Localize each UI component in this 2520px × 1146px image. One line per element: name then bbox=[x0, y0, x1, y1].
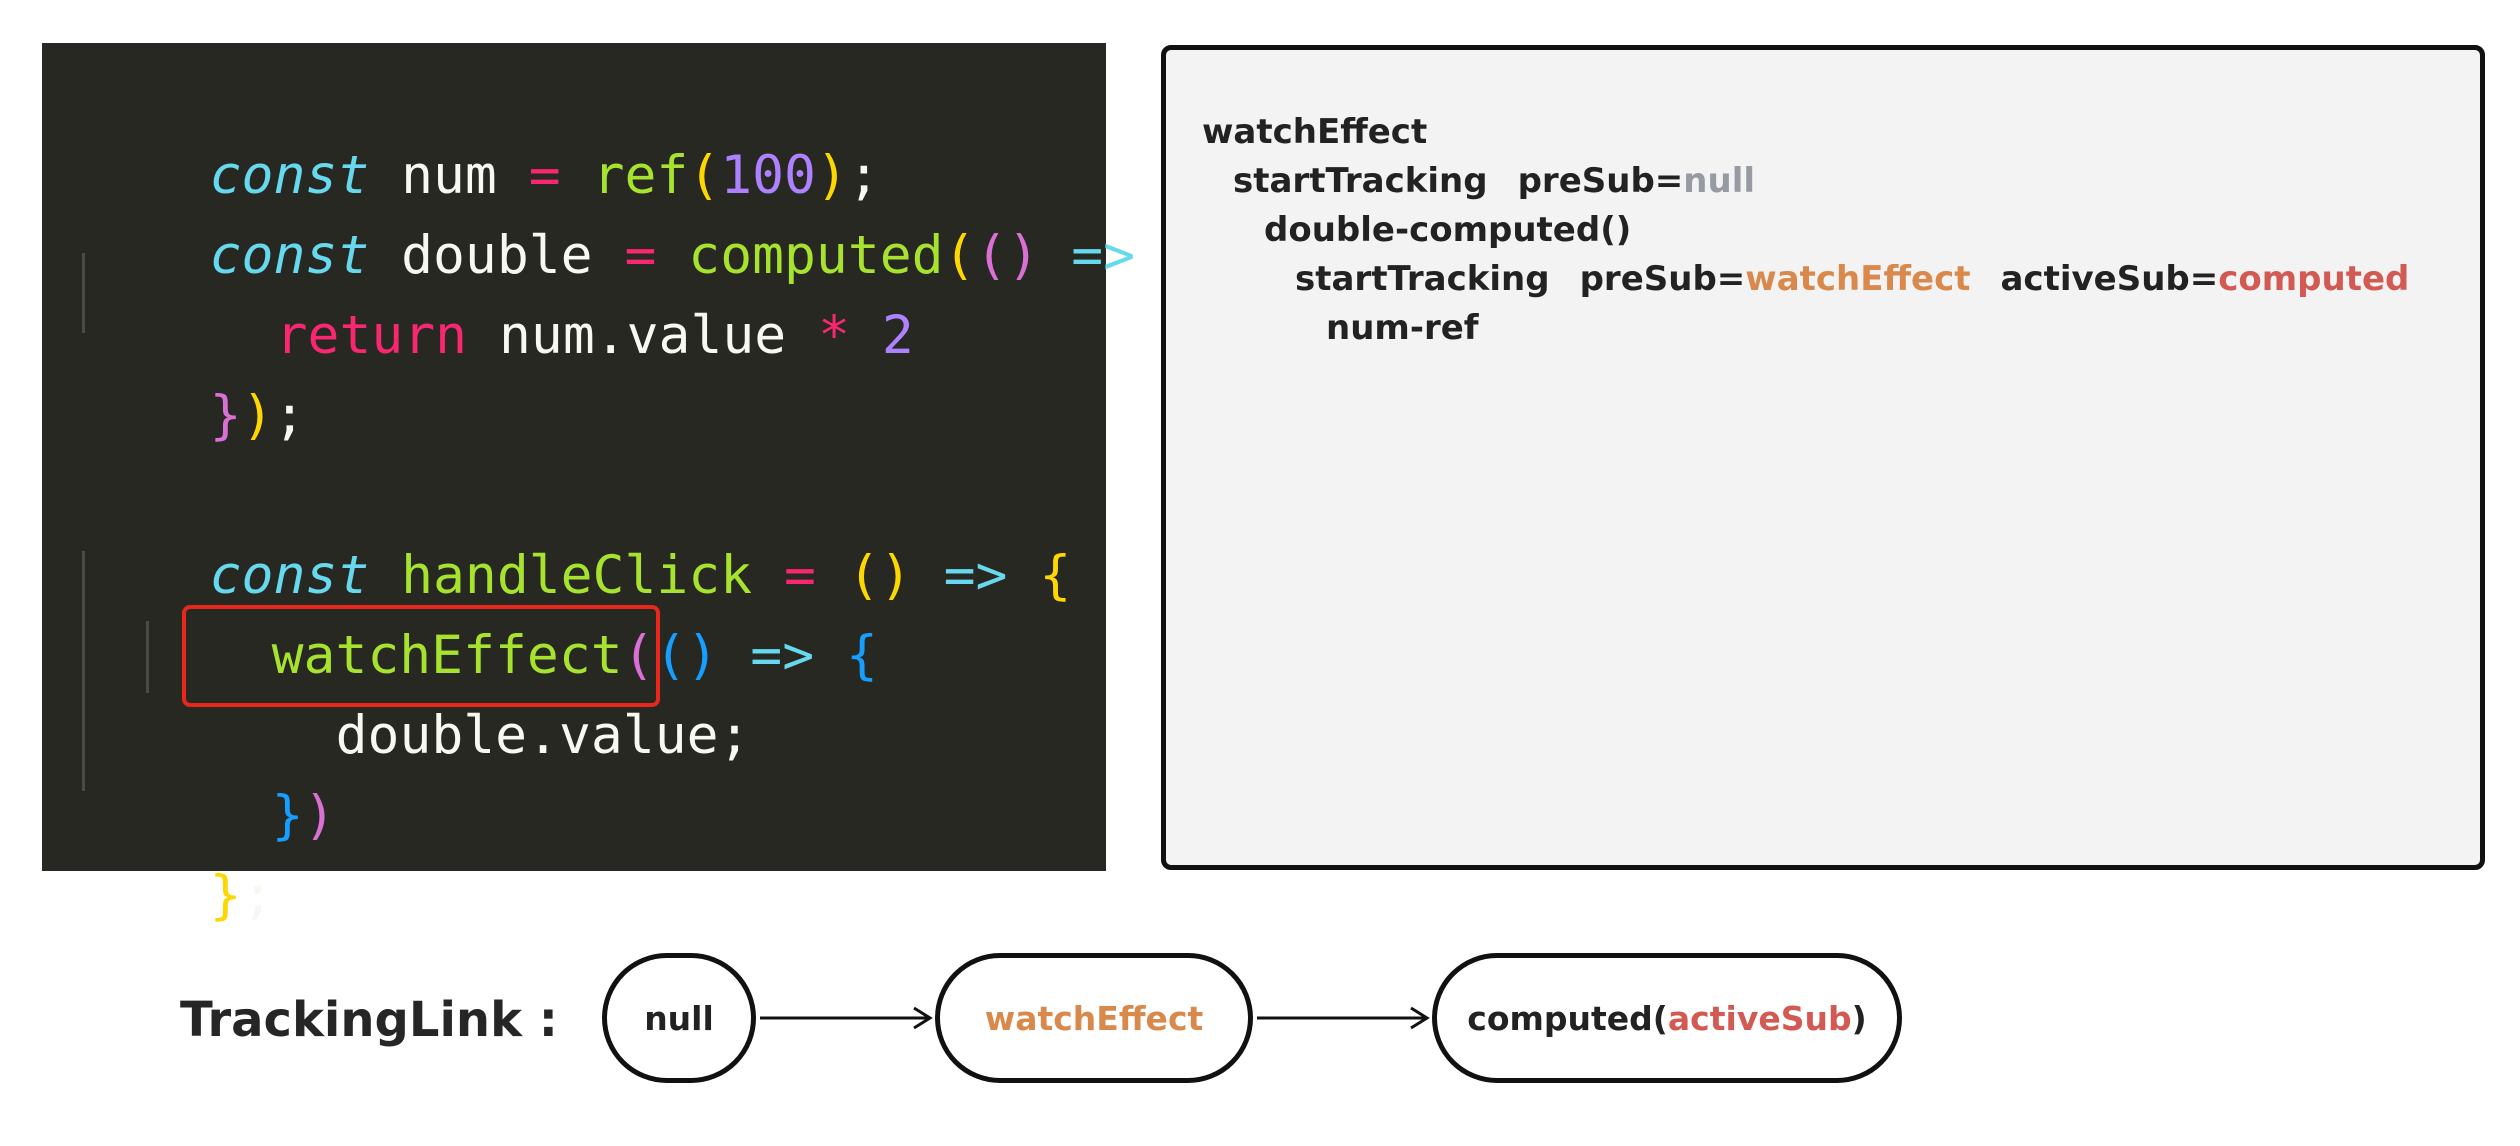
code-line-7: double.value; bbox=[208, 616, 751, 766]
number-literal: 2 bbox=[850, 305, 914, 366]
semicolon: ; bbox=[241, 865, 274, 926]
code-line-2: const double = computed(() => { bbox=[82, 136, 1199, 286]
indent-guide bbox=[82, 551, 85, 791]
highlighted-expression: double.value; bbox=[335, 705, 751, 766]
indent-guide bbox=[82, 253, 85, 333]
trace-text: double-computed() bbox=[1264, 210, 1632, 250]
node-highlight: activeSub bbox=[1667, 998, 1852, 1038]
operator: = bbox=[624, 225, 657, 286]
bracket: ) bbox=[303, 785, 336, 846]
bracket: } bbox=[271, 785, 304, 846]
bracket: () bbox=[654, 625, 719, 686]
semicolon: ; bbox=[847, 145, 880, 206]
bracket: } bbox=[209, 865, 242, 926]
trace-key: activeSub= bbox=[2000, 259, 2219, 299]
keyword: const bbox=[209, 545, 370, 606]
bracket: { bbox=[1007, 545, 1072, 606]
arrow-watcheffect-to-computed bbox=[1257, 1006, 1430, 1030]
bracket: } bbox=[209, 385, 242, 446]
bracket: ( bbox=[943, 225, 976, 286]
code-line-5: const handleClick = () => { bbox=[82, 456, 1072, 606]
expression: num.value bbox=[467, 305, 819, 366]
arrow-operator: => bbox=[1039, 225, 1136, 286]
node-text: watchEffect bbox=[984, 998, 1204, 1038]
keyword: const bbox=[209, 225, 370, 286]
arrow-operator: => bbox=[911, 545, 1008, 606]
code-line-3: return num.value * 2 bbox=[148, 216, 914, 366]
trace-label: startTracking bbox=[1233, 161, 1488, 201]
code-panel: const num = ref(100); const double = com… bbox=[42, 43, 1199, 926]
code-line-9: }; bbox=[82, 776, 274, 926]
keyword: const bbox=[209, 145, 370, 206]
bracket: ) bbox=[241, 385, 274, 446]
bracket: () bbox=[975, 225, 1040, 286]
bracket: () bbox=[815, 545, 912, 606]
trace-line-1: watchEffect bbox=[1202, 110, 1427, 154]
trace-line-2: startTracking preSub=null bbox=[1233, 159, 1755, 203]
trace-value: null bbox=[1683, 161, 1755, 201]
operator: = bbox=[784, 545, 816, 606]
trace-line-5: num-ref bbox=[1326, 306, 1479, 350]
bracket: ) bbox=[815, 145, 848, 206]
link-node-null: null bbox=[602, 953, 756, 1083]
code-line-1: const num = ref(100); bbox=[82, 56, 880, 206]
trace-value: computed bbox=[2218, 259, 2410, 299]
function-name: ref bbox=[560, 145, 689, 206]
trace-line-4: startTracking preSub=watchEffect activeSub… bbox=[1295, 257, 2409, 301]
arrow-null-to-watcheffect bbox=[760, 1006, 933, 1030]
trace-text: num-ref bbox=[1326, 308, 1479, 348]
trace-text: watchEffect bbox=[1202, 112, 1428, 152]
node-prefix: computed( bbox=[1467, 998, 1668, 1038]
tracking-link-label: TrackingLink : bbox=[180, 992, 558, 1048]
link-node-computed: computed(activeSub) bbox=[1432, 953, 1902, 1083]
trace-label: startTracking bbox=[1295, 259, 1550, 299]
code-line-6: watchEffect(() => { bbox=[144, 536, 878, 686]
bracket: { bbox=[814, 625, 878, 686]
semicolon: ; bbox=[273, 385, 306, 446]
function-name: handleClick bbox=[369, 545, 785, 606]
bracket: ( bbox=[622, 625, 655, 686]
trace-key: preSub= bbox=[1579, 259, 1746, 299]
identifier: num bbox=[369, 145, 529, 206]
arrow-operator: => bbox=[718, 625, 815, 686]
indent-guide bbox=[146, 621, 149, 693]
trace-key: preSub= bbox=[1517, 161, 1684, 201]
trace-value: watchEffect bbox=[1745, 259, 1971, 299]
number-literal: 100 bbox=[720, 145, 816, 206]
operator: = bbox=[528, 145, 561, 206]
code-line-4: }); bbox=[82, 296, 306, 446]
trace-line-3: double-computed() bbox=[1264, 208, 1631, 252]
keyword: return bbox=[275, 305, 468, 366]
function-name: computed bbox=[656, 225, 944, 286]
code-line-8: }) bbox=[144, 696, 336, 846]
highlight-box bbox=[182, 605, 660, 707]
node-suffix: ) bbox=[1851, 998, 1867, 1038]
identifier: double bbox=[369, 225, 625, 286]
function-name: watchEffect bbox=[271, 625, 623, 686]
node-text: null bbox=[644, 998, 714, 1038]
bracket: ( bbox=[688, 145, 721, 206]
link-node-watcheffect: watchEffect bbox=[935, 953, 1253, 1083]
operator: * bbox=[818, 305, 851, 366]
